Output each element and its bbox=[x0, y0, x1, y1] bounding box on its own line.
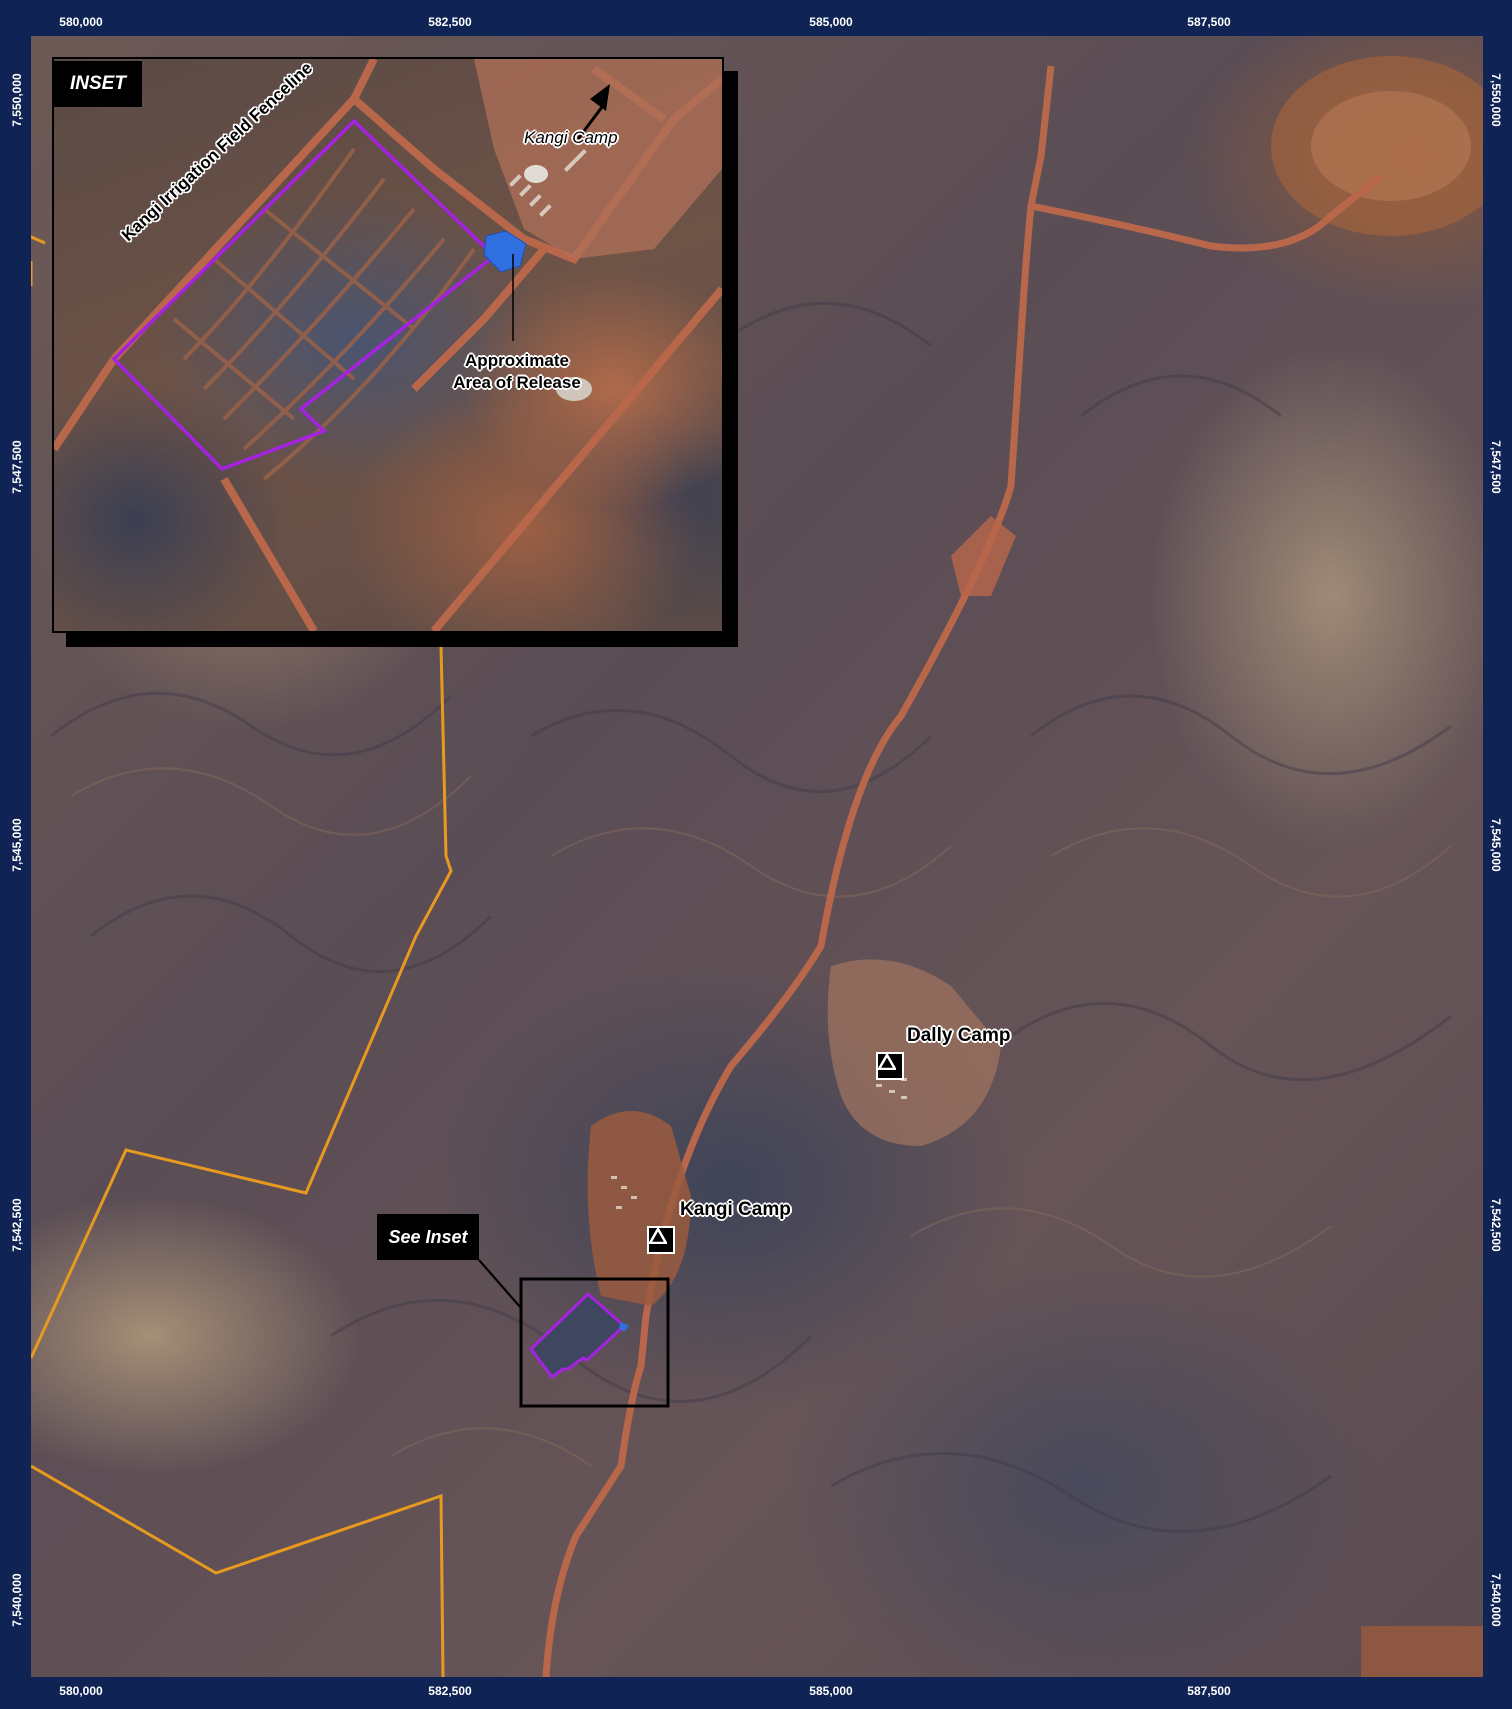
easting-tick-bottom: 585,000 bbox=[809, 1684, 853, 1698]
arrow-northeast-icon bbox=[576, 84, 610, 140]
bottom-right-pad bbox=[1361, 1626, 1483, 1677]
northing-tick-right: 7,545,000 bbox=[1489, 818, 1503, 872]
dally-camp-area bbox=[827, 959, 1001, 1146]
inset-tank bbox=[524, 165, 548, 183]
northing-tick-left: 7,550,000 bbox=[10, 73, 24, 127]
dally-camp-label: Dally Camp bbox=[907, 1025, 1011, 1046]
northing-tick-right: 7,542,500 bbox=[1489, 1198, 1503, 1252]
kangi-camp-icon[interactable] bbox=[647, 1226, 675, 1254]
easting-tick-bottom: 582,500 bbox=[428, 1684, 472, 1698]
release-label-line1: Approximate bbox=[465, 351, 569, 370]
northing-tick-right: 7,540,000 bbox=[1489, 1573, 1503, 1627]
northing-tick-right: 7,550,000 bbox=[1489, 73, 1503, 127]
tenement-boundary-line bbox=[31, 645, 453, 1359]
easting-tick-top: 580,000 bbox=[59, 15, 103, 29]
irrigation-field-fenceline bbox=[111, 118, 497, 472]
irrigation-rows bbox=[172, 147, 476, 481]
inset-title: INSET bbox=[54, 61, 142, 107]
northing-tick-right: 7,547,500 bbox=[1489, 440, 1503, 494]
easting-tick-bottom: 580,000 bbox=[59, 1684, 103, 1698]
camp-triangle-icon bbox=[878, 1054, 896, 1070]
map-overlay bbox=[31, 56, 1483, 1677]
release-label-line2: Area of Release bbox=[453, 373, 581, 392]
boundary-line-top-left bbox=[31, 235, 46, 245]
kangi-camp-label: Kangi Camp bbox=[680, 1199, 791, 1220]
dally-camp-icon[interactable] bbox=[876, 1052, 904, 1080]
release-area-polygon bbox=[483, 230, 527, 273]
inset-camp-pad bbox=[474, 59, 722, 259]
inset-panel[interactable]: INSET Kangi Camp Kangi Irrigation Field … bbox=[52, 57, 724, 633]
easting-tick-top: 582,500 bbox=[428, 15, 472, 29]
release-area-small bbox=[619, 1322, 629, 1332]
inset-pond bbox=[556, 377, 592, 401]
fenceline-small bbox=[529, 1291, 627, 1380]
laydown-pad bbox=[951, 516, 1016, 596]
mine-access-road bbox=[1030, 173, 1384, 252]
northing-tick-left: 7,540,000 bbox=[10, 1573, 24, 1627]
main-haul-road bbox=[542, 65, 1055, 1677]
easting-tick-bottom: 587,500 bbox=[1187, 1684, 1231, 1698]
camp-triangle-icon bbox=[649, 1228, 667, 1244]
inset-overlay bbox=[54, 59, 722, 631]
inset-extent-box bbox=[519, 1277, 670, 1408]
see-inset-callout[interactable]: See Inset bbox=[377, 1214, 479, 1260]
northing-tick-left: 7,547,500 bbox=[10, 440, 24, 494]
easting-tick-top: 587,500 bbox=[1187, 15, 1231, 29]
inset-kangi-camp-label: Kangi Camp bbox=[524, 128, 618, 147]
tenement-boundary-line-south bbox=[31, 1464, 445, 1677]
easting-tick-top: 585,000 bbox=[809, 15, 853, 29]
northing-tick-left: 7,545,000 bbox=[10, 818, 24, 872]
kangi-camp-area bbox=[587, 1111, 691, 1306]
terrain-highlights bbox=[70, 767, 1452, 1467]
northing-tick-left: 7,542,500 bbox=[10, 1198, 24, 1252]
inset-buildings bbox=[508, 149, 587, 217]
